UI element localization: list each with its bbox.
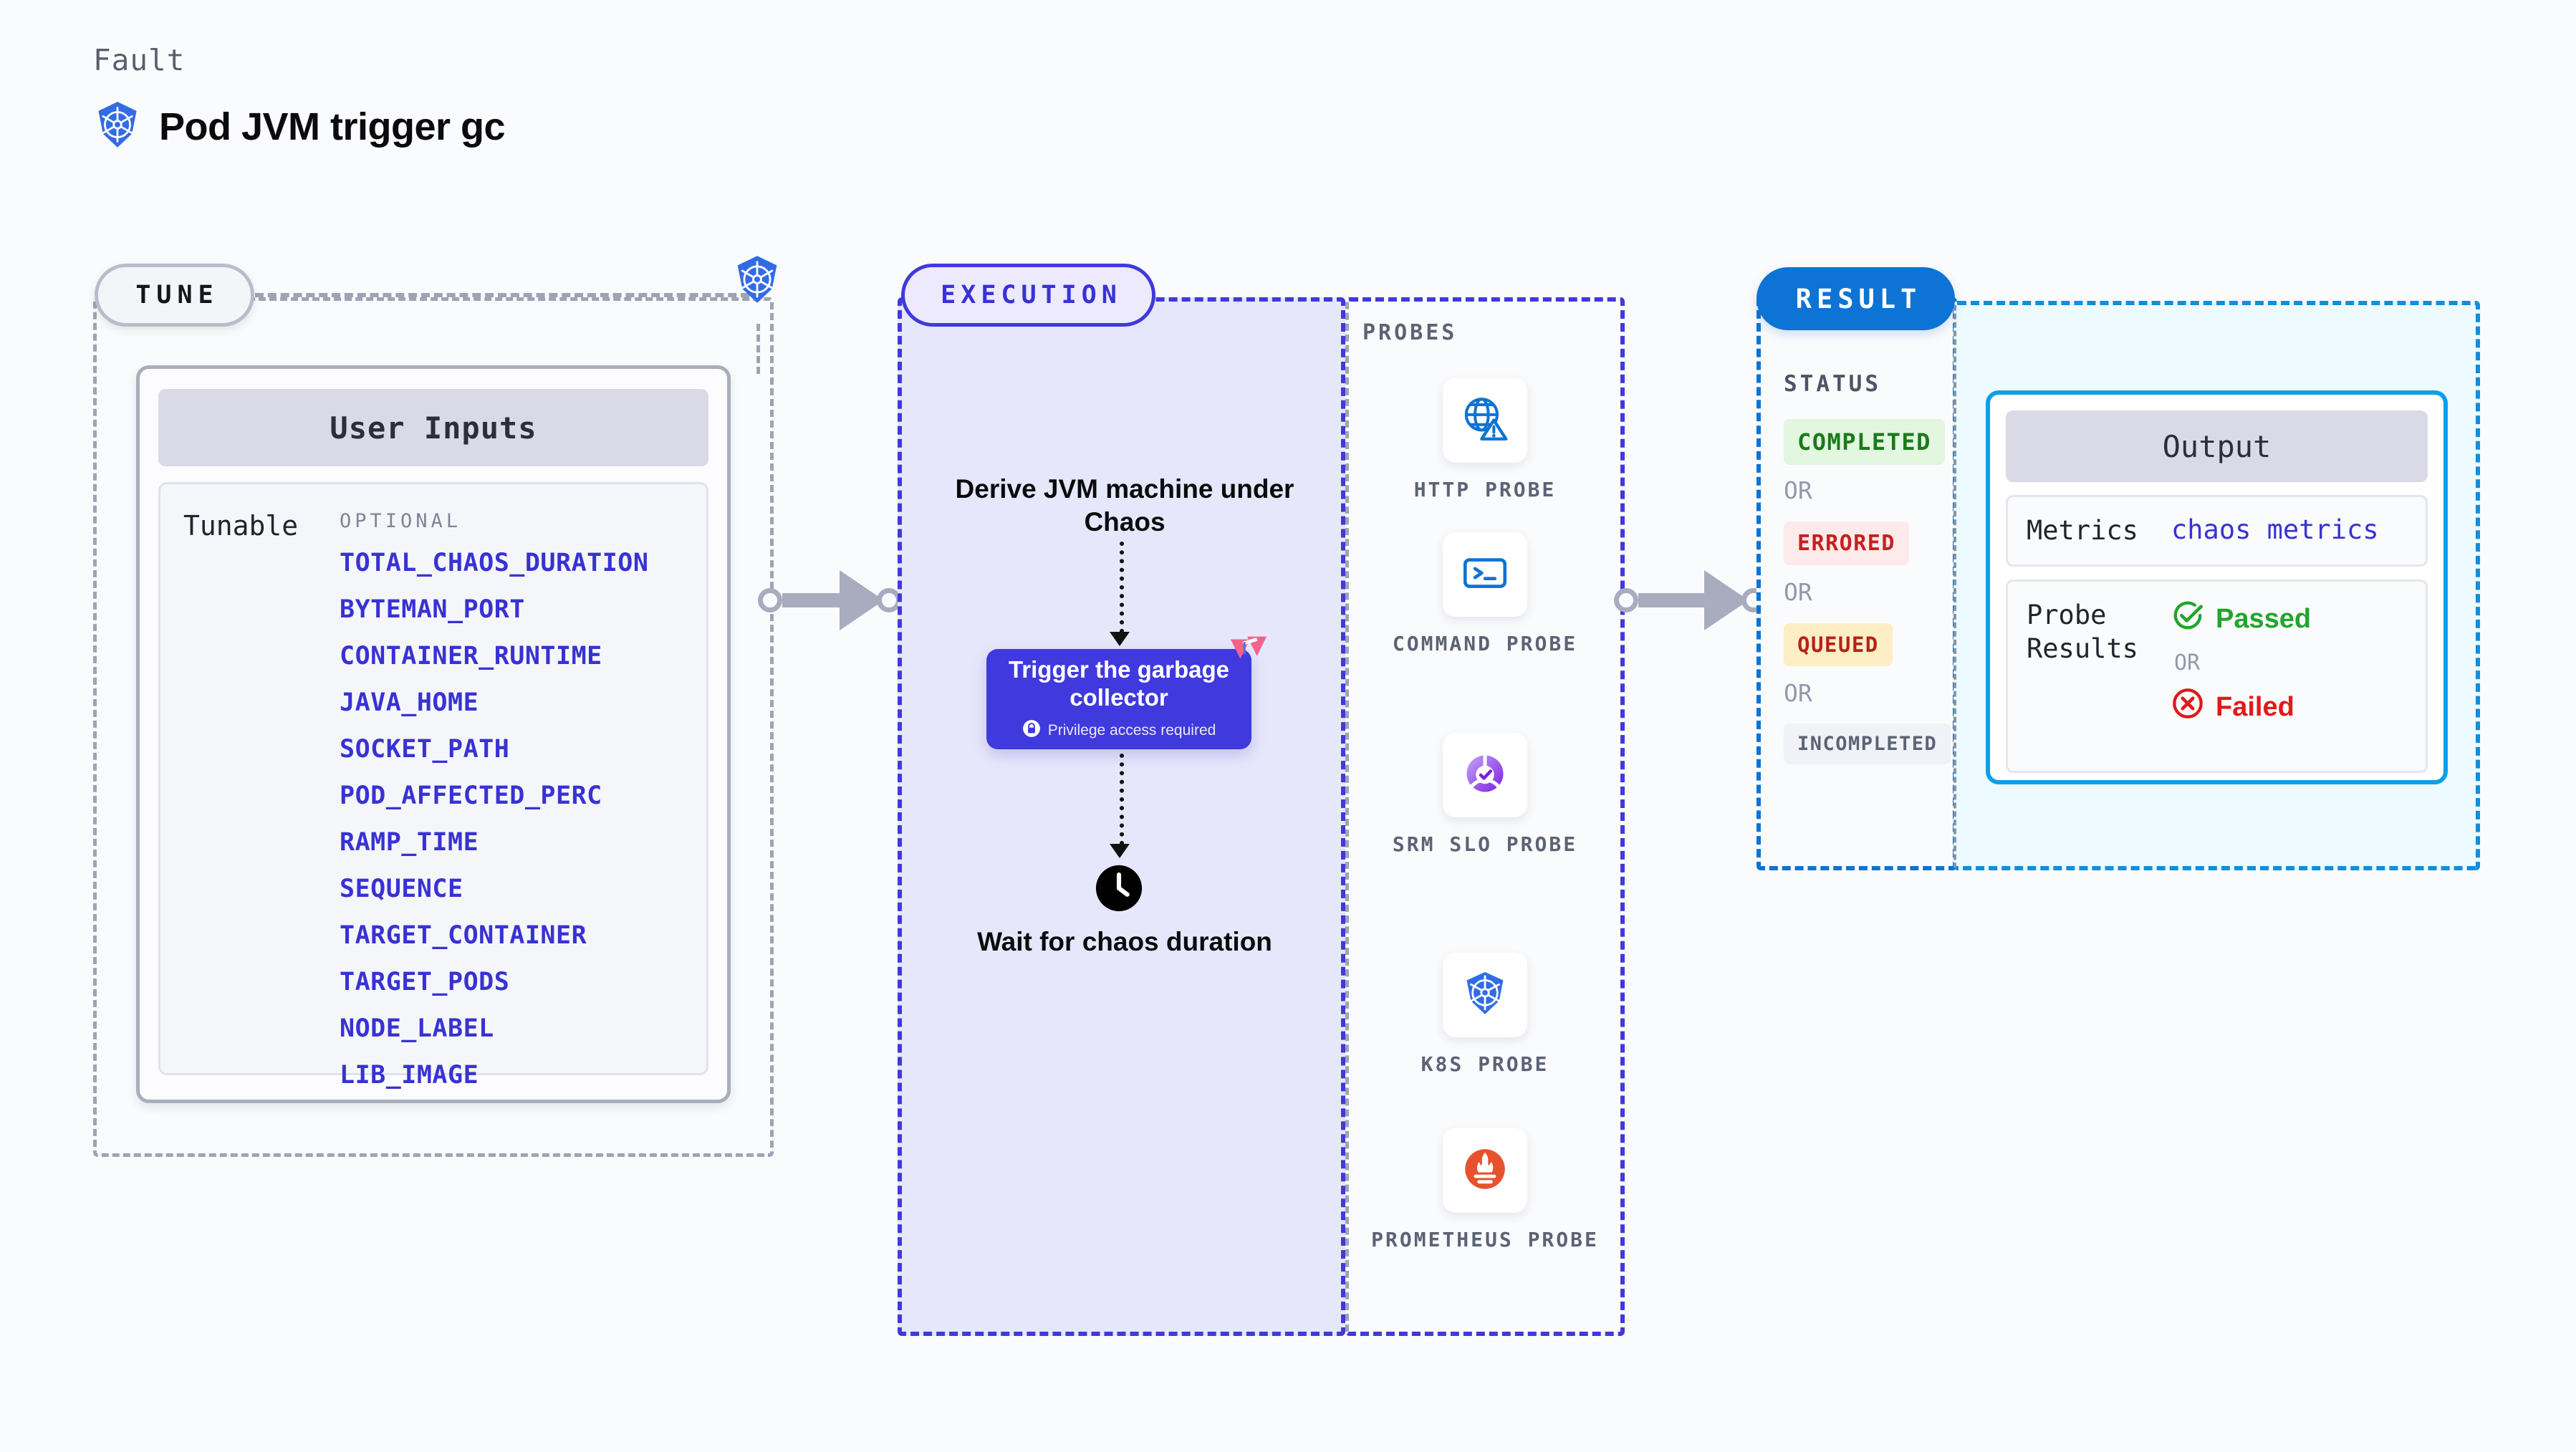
tunable-item[interactable]: JAVA_HOME	[340, 688, 479, 717]
tune-connector-line	[255, 293, 749, 297]
connector-dot	[1614, 588, 1638, 612]
status-badge-queued: QUEUED	[1784, 623, 1893, 666]
status-badge-errored: ERRORED	[1784, 521, 1909, 565]
optional-label: OPTIONAL	[340, 510, 462, 532]
output-card: Output Metrics chaos metrics Probe Resul…	[1986, 390, 2448, 784]
probe-result-passed: Passed	[2171, 599, 2426, 639]
flow-arrowhead	[1110, 632, 1130, 646]
probe-results-key-label: Probe Results	[2027, 600, 2138, 664]
connector-arrowhead	[840, 570, 884, 630]
flow-dotted-line	[1120, 542, 1124, 633]
tunable-item[interactable]: RAMP_TIME	[340, 828, 479, 857]
tunable-section: Tunable OPTIONAL TOTAL_CHAOS_DURATION BY…	[158, 482, 708, 1090]
tunable-item[interactable]: SEQUENCE	[340, 875, 463, 903]
probe-result-failed: Failed	[2171, 687, 2426, 727]
probe-command[interactable]: COMMAND PROBE	[1345, 532, 1625, 658]
check-circle-icon	[2171, 599, 2204, 639]
globe-warning-icon	[1458, 393, 1512, 449]
fault-title-row: Pod JVM trigger gc	[93, 100, 506, 153]
tunable-item[interactable]: CONTAINER_RUNTIME	[340, 642, 602, 670]
action-card-title: Trigger the garbage collector	[1008, 656, 1230, 711]
kubernetes-icon	[732, 254, 782, 308]
probe-http[interactable]: HTTP PROBE	[1345, 378, 1625, 504]
probe-label: COMMAND PROBE	[1392, 632, 1578, 655]
connector-execution-to-result	[1614, 570, 1766, 630]
probe-tile	[1443, 532, 1527, 617]
tunable-item[interactable]: NODE_LABEL	[340, 1014, 494, 1043]
flow-arrowhead	[1110, 844, 1130, 858]
kubernetes-icon	[1458, 967, 1512, 1024]
tunable-item[interactable]: SOCKET_PATH	[340, 735, 510, 764]
execution-step-wait: Wait for chaos duration	[977, 927, 1272, 956]
status-badge-completed: COMPLETED	[1784, 419, 1945, 465]
failed-label: Failed	[2216, 691, 2294, 722]
probe-k8s[interactable]: K8S PROBE	[1345, 953, 1625, 1078]
status-label: STATUS	[1784, 371, 1881, 397]
x-circle-icon	[2171, 687, 2204, 727]
metrics-key-label: Metrics	[2027, 515, 2138, 546]
privilege-note: Privilege access required	[1022, 719, 1216, 742]
prometheus-icon	[1458, 1143, 1512, 1199]
probe-tile	[1443, 733, 1527, 817]
tune-stage-badge[interactable]: TUNE	[95, 264, 254, 327]
probes-label: PROBES	[1363, 320, 1458, 345]
execution-step-derive-jvm: Derive JVM machine under Chaos	[955, 474, 1294, 537]
clock-icon	[1094, 863, 1144, 913]
output-metrics-row: Metrics chaos metrics	[2006, 495, 2428, 567]
lock-icon	[1022, 719, 1041, 742]
metrics-value-wrap: chaos metrics	[2171, 514, 2426, 547]
result-stage-badge[interactable]: RESULT	[1756, 267, 1955, 330]
probe-srm-slo[interactable]: SRM SLO PROBE	[1345, 733, 1625, 858]
terminal-icon	[1458, 547, 1512, 603]
user-inputs-title: User Inputs	[158, 389, 708, 466]
output-title: Output	[2006, 410, 2428, 482]
probe-prometheus[interactable]: PROMETHEUS PROBE	[1345, 1128, 1625, 1254]
probe-label: SRM SLO PROBE	[1392, 832, 1578, 856]
connector-tune-to-execution	[758, 570, 901, 630]
probe-label: K8S PROBE	[1421, 1052, 1549, 1076]
probe-results-values: Passed OR Failed	[2171, 599, 2426, 754]
tune-stage-panel	[93, 297, 774, 1157]
output-probe-results-row: Probe Results Passed OR	[2006, 580, 2428, 774]
status-badge-incompleted: INCOMPLETED	[1784, 723, 1951, 764]
execution-action-card[interactable]: Trigger the garbage collector Privilege …	[986, 649, 1251, 749]
user-inputs-card: User Inputs Tunable OPTIONAL TOTAL_CHAOS…	[136, 365, 731, 1103]
passed-label: Passed	[2216, 603, 2312, 634]
tunable-item[interactable]: POD_AFFECTED_PERC	[340, 782, 602, 810]
probe-tile	[1443, 378, 1527, 463]
tunable-item[interactable]: TARGET_PODS	[340, 968, 510, 996]
metrics-value[interactable]: chaos metrics	[2171, 514, 2379, 545]
connector-dot	[758, 588, 782, 612]
probe-label: HTTP PROBE	[1413, 478, 1557, 501]
tunable-item[interactable]: TARGET_CONTAINER	[340, 921, 587, 950]
probe-tile	[1443, 1128, 1527, 1213]
probe-tile	[1443, 953, 1527, 1037]
privilege-note-label: Privilege access required	[1047, 721, 1216, 739]
probe-label: PROMETHEUS PROBE	[1371, 1228, 1599, 1251]
tunable-variable-list: OPTIONAL TOTAL_CHAOS_DURATION BYTEMAN_PO…	[340, 510, 706, 1090]
execution-stage-badge[interactable]: EXECUTION	[901, 264, 1155, 327]
page-title: Pod JVM trigger gc	[159, 105, 506, 148]
tunable-label: Tunable	[183, 510, 299, 542]
fault-eyebrow-label: Fault	[93, 43, 186, 77]
status-or-label: OR	[1784, 578, 1812, 606]
litmus-chaos-icon	[1226, 627, 1271, 675]
tunable-item[interactable]: LIB_IMAGE	[340, 1061, 479, 1090]
tune-node-stub	[756, 324, 760, 374]
status-or-label: OR	[1784, 679, 1812, 707]
connector-arrowhead	[1704, 570, 1749, 630]
probe-result-or-label: OR	[2174, 650, 2201, 676]
slo-check-icon	[1459, 748, 1511, 803]
flow-dotted-line	[1120, 754, 1124, 845]
connector-bar	[1638, 593, 1706, 607]
status-or-label: OR	[1784, 476, 1812, 504]
tunable-item[interactable]: TOTAL_CHAOS_DURATION	[340, 549, 649, 577]
page-header: Fault Pod JVM trigge	[93, 43, 506, 153]
tunable-item[interactable]: BYTEMAN_PORT	[340, 595, 525, 624]
connector-bar	[782, 593, 841, 607]
kubernetes-icon	[93, 100, 142, 153]
